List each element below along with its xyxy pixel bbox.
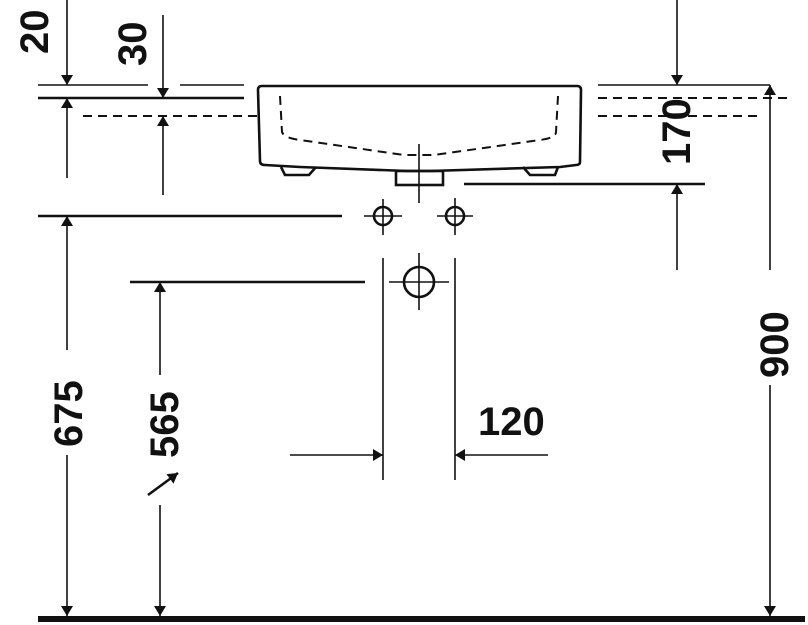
dim-label-900: 900 — [753, 311, 797, 378]
dim-label-675: 675 — [47, 380, 91, 447]
dimension-20: 20 — [13, 0, 73, 178]
basin-outline — [256, 84, 583, 203]
dimension-675: 675 — [47, 216, 91, 616]
dimension-120: 120 — [290, 400, 548, 461]
direction-arrow-icon — [147, 471, 179, 497]
dim-label-170: 170 — [655, 98, 699, 165]
dim-label-20: 20 — [13, 10, 57, 55]
dim-label-30: 30 — [111, 22, 155, 67]
tap-holes — [38, 198, 473, 235]
right-foot — [522, 166, 560, 177]
dimension-170: 170 — [655, 0, 699, 270]
dimension-900: 900 — [753, 85, 797, 616]
waste-connection — [130, 253, 456, 480]
dimension-30: 30 — [111, 15, 169, 195]
dim-label-565: 565 — [143, 391, 187, 458]
dim-label-120: 120 — [478, 400, 545, 444]
left-foot — [279, 166, 317, 177]
dimension-565: 565 — [143, 282, 187, 616]
